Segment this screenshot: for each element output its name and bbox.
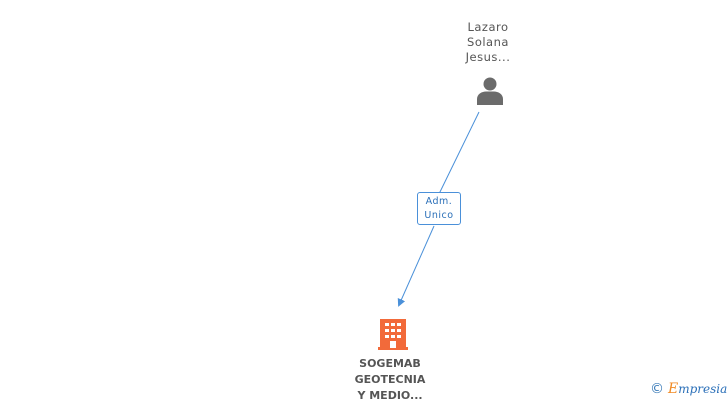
edge-person-to-role [438,111,480,195]
role-line-2: Unico [424,210,454,221]
brand-initial: E [668,381,679,397]
role-label-box[interactable]: Adm. Unico [417,192,461,225]
person-name-line-1[interactable]: Lazaro [467,20,509,34]
company-name-line-3[interactable]: Y MEDIO... [357,389,423,400]
role-line-1: Adm. [425,196,453,207]
company-name-line-1[interactable]: SOGEMAB [359,357,421,370]
person-name-line-3[interactable]: Jesus... [465,50,511,64]
copyright-icon: © [650,381,664,397]
building-icon[interactable] [378,317,408,351]
empresia-watermark: © Empresia [650,380,727,398]
brand-rest: mpresia [678,382,728,396]
person-name[interactable]: Lazaro Solana Jesus... [440,20,536,65]
company-name[interactable]: SOGEMAB GEOTECNIA Y MEDIO... [340,356,440,400]
person-icon[interactable] [475,76,505,106]
person-name-line-2[interactable]: Solana [467,35,509,49]
edge-role-to-company [397,225,435,307]
brand-logo: Empresia [668,382,727,396]
company-name-line-2[interactable]: GEOTECNIA [354,373,426,386]
